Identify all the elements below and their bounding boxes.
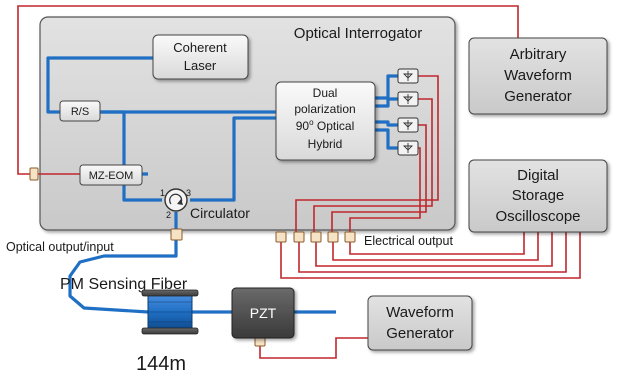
wfg-label-1: Waveform [386, 304, 454, 321]
hybrid-label-2: polarization [294, 102, 355, 116]
pzt-label: PZT [250, 305, 277, 321]
photodiode-icon [402, 143, 414, 153]
fiber-spool-icon [141, 289, 199, 335]
wfg-box [367, 295, 473, 351]
hybrid-box [275, 81, 376, 161]
fiber-label: PM Sensing Fiber [60, 276, 188, 293]
electrical-port-1 [275, 231, 287, 243]
hybrid-label-3: 90o Optical [296, 118, 355, 133]
dso-box [468, 159, 608, 233]
mzeom-box [79, 164, 143, 186]
connectors [29, 167, 356, 347]
optical-port-connector [170, 228, 183, 241]
rs-label: R/S [71, 106, 89, 118]
hybrid-label-1: Dual [313, 86, 338, 100]
electrical-cables [17, 5, 581, 359]
pzt-box [231, 287, 295, 339]
interrogator-title: Optical Interrogator [294, 25, 422, 42]
electrical-port-5 [344, 231, 356, 243]
electrical-port-label: Electrical output [364, 234, 453, 248]
circulator-arrowhead-icon [177, 199, 183, 205]
wfg-label-2: Generator [386, 325, 454, 342]
photodiode-icon [402, 94, 414, 104]
optical-port-label: Optical output/input [6, 240, 114, 254]
electrical-port-2 [293, 231, 305, 243]
photodiode-icons [402, 71, 414, 153]
awg-input-connector [29, 167, 39, 181]
circulator-port-2: 2 [166, 210, 171, 220]
awg-label-3: Generator [504, 88, 572, 105]
laser-label-2: Laser [184, 58, 217, 73]
laser-label-1: Coherent [173, 40, 227, 55]
awg-box [468, 37, 608, 115]
fiber-length: 144m [136, 353, 186, 375]
circulator-icon [164, 188, 188, 212]
coherent-laser-box [152, 34, 249, 80]
electrical-port-3 [310, 231, 322, 243]
circulator-port-3: 3 [186, 188, 191, 198]
circulator-arrow-icon [169, 193, 183, 205]
mzeom-label: MZ-EOM [89, 170, 134, 182]
circulator-port-1: 1 [160, 188, 165, 198]
photodiode-icon [402, 71, 414, 81]
photodiode-icon [402, 120, 414, 130]
awg-label-1: Arbitrary [510, 46, 567, 63]
electrical-port-4 [327, 231, 339, 243]
rs-box [59, 100, 101, 122]
awg-label-2: Waveform [504, 67, 572, 84]
interrogator-panel [39, 16, 456, 231]
dso-label-2: Storage [512, 187, 565, 204]
dso-label-1: Digital [517, 167, 559, 184]
hybrid-label-4: Hybrid [308, 137, 343, 151]
dso-label-3: Oscilloscope [495, 208, 580, 225]
circulator-label: Circulator [190, 205, 250, 221]
photodetectors [397, 68, 419, 156]
